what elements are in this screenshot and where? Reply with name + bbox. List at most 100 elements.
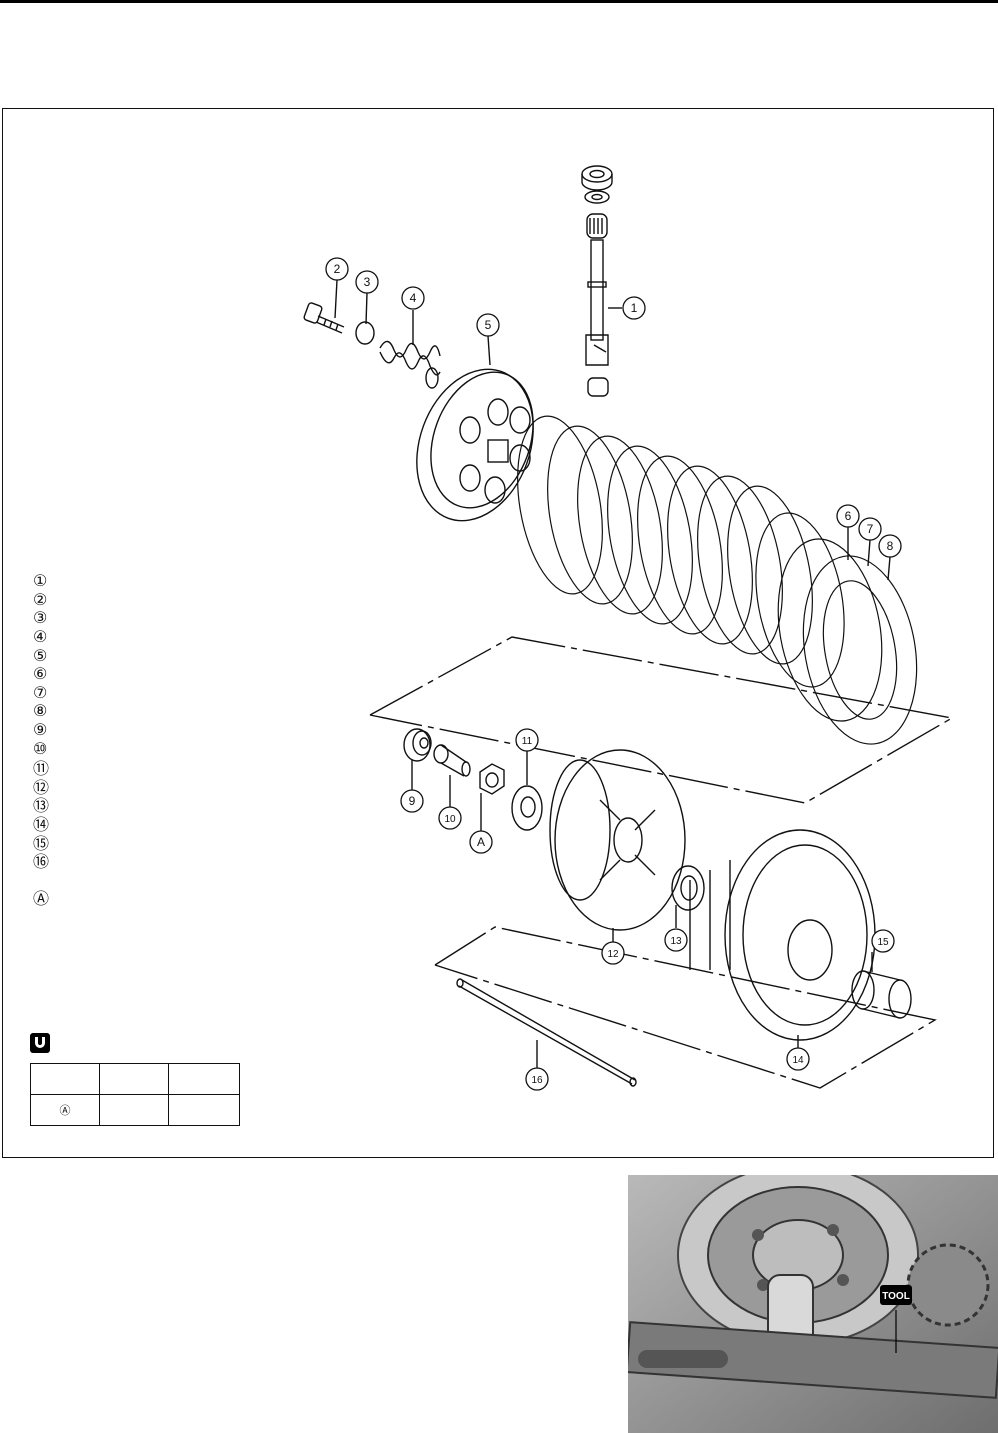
- legend-row: ⑪: [33, 758, 50, 779]
- callout-circle-12: [601, 941, 625, 965]
- legend-row: ⑧: [33, 702, 49, 721]
- legend-row: ①: [33, 572, 49, 591]
- tool-badge: [880, 1285, 912, 1305]
- parts-legend: ① ② ③ ④ ⑤ ⑥ ⑦ ⑧ ⑨ ⑩ ⑪ ⑫ ⑬ ⑭ ⑮ ⑯ Ⓐ: [33, 572, 50, 908]
- callout-circle-5: [476, 313, 500, 337]
- legend-row: ④: [33, 628, 49, 647]
- legend-marker: ⑩: [33, 740, 48, 758]
- torque-table-cell: [30, 1063, 100, 1095]
- legend-row: ③: [33, 609, 49, 628]
- callout-4: 4: [410, 291, 417, 305]
- legend-marker: ③: [33, 610, 48, 628]
- legend-marker: ⑫: [33, 779, 50, 797]
- spacer-sleeve: [851, 970, 912, 1019]
- callout-14: 14: [792, 1055, 804, 1066]
- torque-table-cell: [168, 1094, 240, 1126]
- legend-marker: ⑤: [33, 647, 48, 665]
- callout-11: 11: [522, 736, 533, 747]
- legend-row: ⑦: [33, 684, 49, 703]
- callout-circle-2: [325, 257, 349, 281]
- bolt: [303, 302, 345, 334]
- torque-table: Ⓐ: [30, 1063, 240, 1126]
- callout-circle-16: [525, 1067, 549, 1091]
- callout-13: 13: [670, 936, 682, 947]
- assembly-plane-lower: [434, 926, 937, 1089]
- legend-row: ⑫: [33, 777, 50, 797]
- callout-circle-10: [438, 806, 462, 830]
- legend-marker: ⑧: [33, 703, 48, 721]
- legend-row: ⑩: [33, 739, 49, 758]
- callout-circle-7: [858, 517, 882, 541]
- legend-row: ⑮: [33, 832, 50, 853]
- callout-15: 15: [877, 937, 889, 948]
- callout-8: 8: [887, 539, 894, 553]
- callout-circle-14: [786, 1047, 810, 1071]
- callout-3: 3: [364, 275, 371, 289]
- callout-circle-9: [400, 789, 424, 813]
- legend-marker: Ⓐ: [33, 890, 50, 908]
- callout-12: 12: [607, 949, 619, 960]
- legend-marker: ⑬: [33, 798, 50, 816]
- legend-row: ⑥: [33, 665, 49, 684]
- clutch-exploded-diagram: 1 2 3 4 5 6 7 8 9 10 A 11 12 13 14 15 16: [303, 165, 954, 1091]
- clutch-hub: [549, 749, 686, 931]
- spring: [379, 340, 441, 389]
- legend-marker: ⑪: [33, 761, 50, 779]
- callout-circle-11: [515, 728, 539, 752]
- legend-row: ⑨: [33, 721, 49, 740]
- callout-16: 16: [531, 1075, 543, 1086]
- pressure-piece: [433, 744, 471, 777]
- callout-6: 6: [845, 509, 852, 523]
- clutch-housing: [689, 829, 876, 1041]
- callout-10: 10: [444, 814, 456, 825]
- legend-row: ⑬: [33, 795, 50, 816]
- callout-circle-4: [401, 286, 425, 310]
- callout-circle-13: [664, 928, 688, 952]
- clutch-nut: [479, 763, 505, 795]
- legend-row: ⑯: [33, 851, 50, 872]
- top-rule: [0, 0, 998, 3]
- legend-marker: ④: [33, 629, 48, 647]
- thrust-washer: [671, 865, 705, 911]
- torque-table-cell: [99, 1063, 169, 1095]
- torque-table-marker: Ⓐ: [59, 1105, 71, 1117]
- long-push-rod: [456, 978, 637, 1087]
- callout-circle-8: [878, 534, 902, 558]
- tool-usage-photo: TOOL: [628, 1175, 998, 1433]
- legend-marker: ⑮: [33, 835, 50, 853]
- bearing: [403, 728, 432, 762]
- torque-table-cell: [168, 1063, 240, 1095]
- callout-circle-A: [469, 830, 493, 854]
- callout-circle-1: [622, 296, 646, 320]
- push-rod-stack: [581, 165, 613, 397]
- lock-washer: [511, 785, 543, 831]
- callout-9: 9: [409, 794, 416, 808]
- legend-row: Ⓐ: [33, 888, 50, 908]
- callout-7: 7: [867, 522, 874, 536]
- diagram-frame: [2, 108, 994, 1158]
- legend-marker: ①: [33, 573, 48, 591]
- clutch-plate-stack: [517, 415, 918, 745]
- torque-table-cell: [99, 1094, 169, 1126]
- torque-table-cell: Ⓐ: [30, 1094, 100, 1126]
- legend-marker: ⑦: [33, 684, 48, 702]
- legend-row: ⑤: [33, 646, 49, 665]
- legend-marker: ⑯: [33, 854, 50, 872]
- legend-row: ⑭: [33, 814, 50, 835]
- torque-wrench-icon: [30, 1033, 50, 1053]
- legend-marker: ⑥: [33, 666, 48, 684]
- callout-circle-3: [355, 270, 379, 294]
- torque-table-row: Ⓐ: [30, 1094, 240, 1126]
- tool-badge-label: TOOL: [882, 1291, 910, 1302]
- legend-marker: ⑨: [33, 722, 48, 740]
- assembly-plane-upper: [369, 636, 954, 804]
- callout-2: 2: [334, 262, 341, 276]
- callout-A: A: [477, 835, 485, 849]
- legend-marker: ②: [33, 591, 48, 609]
- callout-circle-6: [836, 504, 860, 528]
- torque-table-header-row: [30, 1063, 240, 1095]
- callout-circle-15: [871, 929, 895, 953]
- pressure-plate: [416, 368, 534, 522]
- callout-1: 1: [631, 301, 638, 315]
- legend-marker: ⑭: [33, 817, 50, 835]
